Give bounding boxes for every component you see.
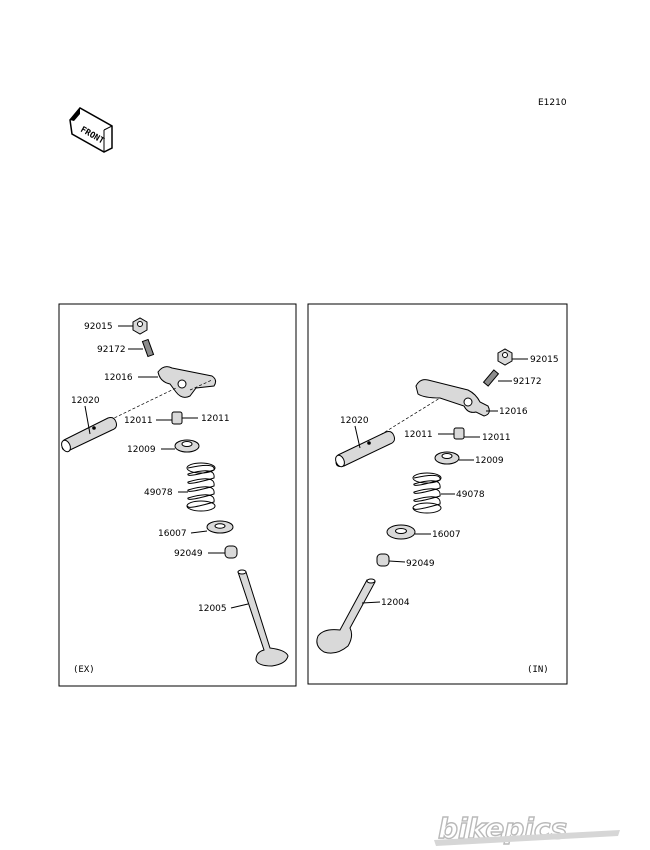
rocker-shaft-12020-ex — [61, 405, 117, 453]
spring-seat-16007-in — [386, 524, 431, 540]
label-12011-ex-b: 12011 — [201, 414, 230, 424]
label-12005-ex: 12005 — [198, 604, 227, 614]
oil-seal-92049-ex — [208, 545, 238, 559]
label-92172-ex: 92172 — [97, 345, 126, 355]
exhaust-valve-12005-ex — [230, 569, 289, 667]
label-49078-ex: 49078 — [144, 488, 173, 498]
rocker-arm-12016-ex — [109, 366, 217, 421]
label-12011-ex-a: 12011 — [124, 416, 153, 426]
panel-in-frame — [307, 303, 568, 685]
label-92015-ex: 92015 — [84, 322, 113, 332]
label-92172-in: 92172 — [513, 377, 542, 387]
diagram-code: E1210 — [538, 98, 567, 108]
panel-in-tag: (IN) — [527, 665, 549, 675]
spring-retainer-12009-in — [434, 451, 474, 465]
label-12009-ex: 12009 — [127, 445, 156, 455]
nut-92015-ex — [118, 317, 148, 335]
adjuster-screw-92172-in — [482, 369, 512, 387]
label-49078-in: 49078 — [456, 490, 485, 500]
label-12016-in: 12016 — [499, 407, 528, 417]
label-12011-in-b: 12011 — [482, 433, 511, 443]
label-12011-in-a: 12011 — [404, 430, 433, 440]
valve-spring-49078-ex — [178, 462, 216, 512]
label-12020-ex: 12020 — [71, 396, 100, 406]
label-16007-in: 16007 — [432, 530, 461, 540]
panel-ex-tag: (EX) — [73, 665, 95, 675]
nut-92015-in — [497, 348, 528, 366]
label-12020-in: 12020 — [340, 416, 369, 426]
spring-retainer-12009-ex — [161, 439, 200, 453]
label-12004-in: 12004 — [381, 598, 410, 608]
front-arrow-icon: FRONT — [69, 107, 113, 153]
watermark-logo: bikepics — [434, 811, 620, 846]
label-92049-in: 92049 — [406, 559, 435, 569]
oil-seal-92049-in — [376, 553, 406, 567]
adjuster-screw-92172-ex — [128, 338, 155, 358]
spring-seat-16007-ex — [190, 520, 234, 534]
tappet-12011-in — [438, 427, 480, 440]
label-12009-in: 12009 — [475, 456, 504, 466]
valve-spring-49078-in — [412, 472, 455, 514]
label-92015-in: 92015 — [530, 355, 559, 365]
label-16007-ex: 16007 — [158, 529, 187, 539]
panel-ex-frame — [58, 303, 297, 687]
label-12016-ex: 12016 — [104, 373, 133, 383]
intake-valve-12004-in — [316, 578, 381, 654]
tappet-12011-ex — [156, 411, 198, 425]
rocker-shaft-12020-in — [335, 425, 395, 468]
label-92049-ex: 92049 — [174, 549, 203, 559]
rocker-arm-12016-in — [371, 379, 498, 441]
